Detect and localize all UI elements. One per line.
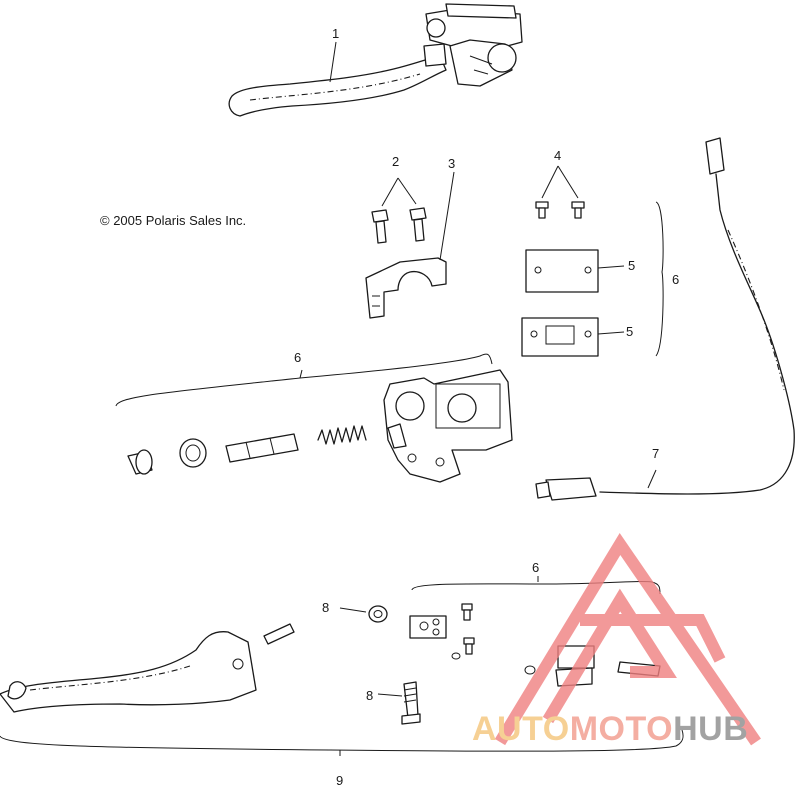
callout-1: 1	[332, 26, 339, 41]
callout-6-lower: 6	[532, 560, 539, 575]
watermark-hub: HUB	[673, 710, 748, 748]
part-2-bolts	[371, 177, 427, 244]
part-7-switch-cable	[535, 137, 795, 501]
callout-9: 9	[336, 773, 343, 788]
part-6-master-cylinder-kit	[115, 353, 513, 483]
svg-text:AUTOMOTOHUB: AUTOMOTOHUB	[472, 710, 748, 748]
watermark-logo: AUTOMOTOHUB	[472, 532, 761, 748]
callout-4: 4	[554, 148, 561, 163]
callout-2: 2	[392, 154, 399, 169]
watermark-inner-triangle-icon	[542, 588, 677, 724]
callout-3: 3	[448, 156, 455, 171]
callout-8-bolt: 8	[366, 688, 373, 703]
part-1-master-cylinder-assembly	[228, 3, 523, 117]
callout-6-right: 6	[672, 272, 679, 287]
part-3-clamp-bracket	[365, 171, 455, 319]
callout-5-diaphragm: 5	[626, 324, 633, 339]
watermark-g-stroke-icon	[580, 614, 726, 663]
watermark-triangle-icon	[494, 532, 761, 746]
watermark-auto: AUTO	[472, 710, 570, 748]
part-5-cover-and-diaphragm	[521, 201, 664, 357]
callout-6-middle: 6	[294, 350, 301, 365]
callout-5-cover: 5	[628, 258, 635, 273]
copyright-notice: © 2005 Polaris Sales Inc.	[100, 213, 246, 228]
callout-7: 7	[652, 446, 659, 461]
part-4-screws	[535, 165, 585, 219]
callout-8-washer: 8	[322, 600, 329, 615]
watermark-moto: MOTO	[570, 710, 673, 748]
